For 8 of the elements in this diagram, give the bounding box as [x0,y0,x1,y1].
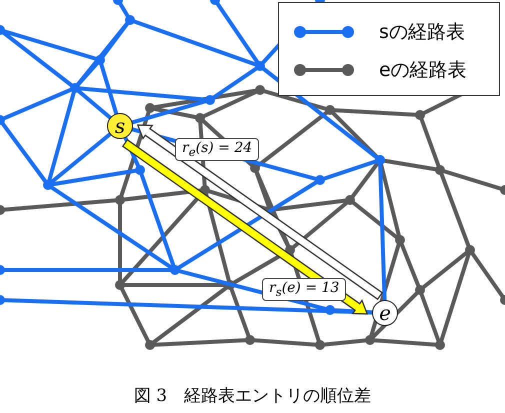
legend-text: eの経路表 [379,58,467,83]
node-circle: e [372,300,398,326]
legend-text: sの経路表 [379,20,465,45]
figure-caption: 図 3 経路表エントリの順位差 [132,385,372,407]
edge-label: r$_{s}$(e) = 13 [262,278,346,301]
edge-label: r$_{e}$(s) = 24 [175,138,260,161]
arrow [136,124,384,300]
node-circle: s [107,113,133,139]
